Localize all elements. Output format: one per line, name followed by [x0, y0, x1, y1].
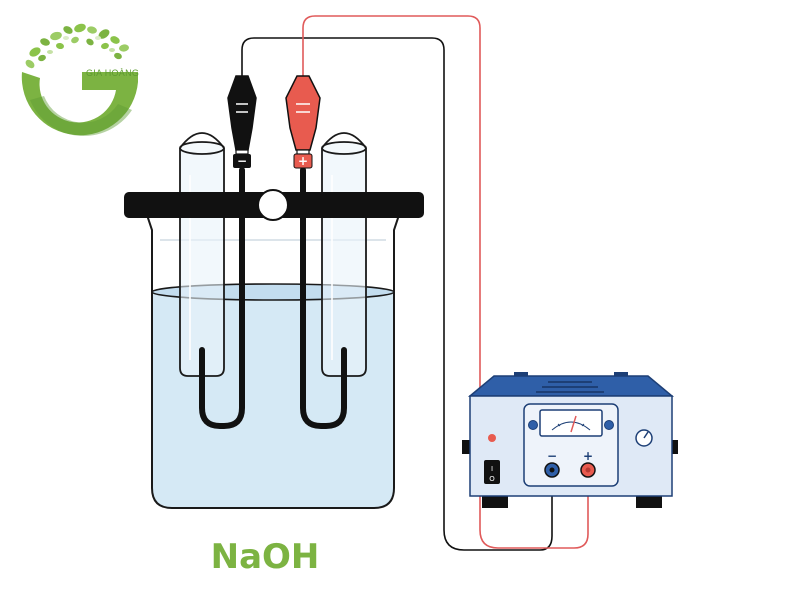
- logo-g-shade: [30, 96, 132, 136]
- left-test-tube: [179, 132, 225, 377]
- logo-g-letter: [21, 72, 139, 136]
- negative-clip: −: [227, 75, 257, 168]
- negative-electrode: [199, 167, 245, 429]
- analog-meter: [539, 409, 603, 437]
- right-test-tube: [321, 132, 367, 377]
- lid-port: [257, 189, 289, 221]
- beaker-lid: [124, 189, 424, 221]
- electrolyte-label: NaOH: [211, 537, 320, 577]
- power-switch[interactable]: I O: [484, 460, 500, 484]
- red-wire: [302, 15, 589, 549]
- logo-text: GIA HOÀNG: [86, 68, 139, 78]
- negative-terminal-label: −: [547, 449, 557, 463]
- positive-clip-symbol: +: [298, 154, 308, 168]
- meter-screw-right: [604, 420, 614, 430]
- positive-electrode: [300, 167, 347, 429]
- power-supply: − + I O: [462, 372, 678, 508]
- negative-clip-symbol: −: [237, 154, 247, 168]
- logo-leaf-cluster: [25, 23, 129, 69]
- switch-off-label: O: [489, 475, 495, 483]
- positive-clip: +: [285, 75, 321, 169]
- beaker-wall: [145, 211, 401, 509]
- company-logo: GIA HOÀNG: [21, 23, 139, 136]
- adjust-knob[interactable]: [635, 429, 653, 447]
- switch-on-label: I: [491, 465, 493, 473]
- positive-terminal-label: +: [583, 449, 593, 463]
- indicator-light: [488, 434, 496, 442]
- meter-screw-left: [528, 420, 538, 430]
